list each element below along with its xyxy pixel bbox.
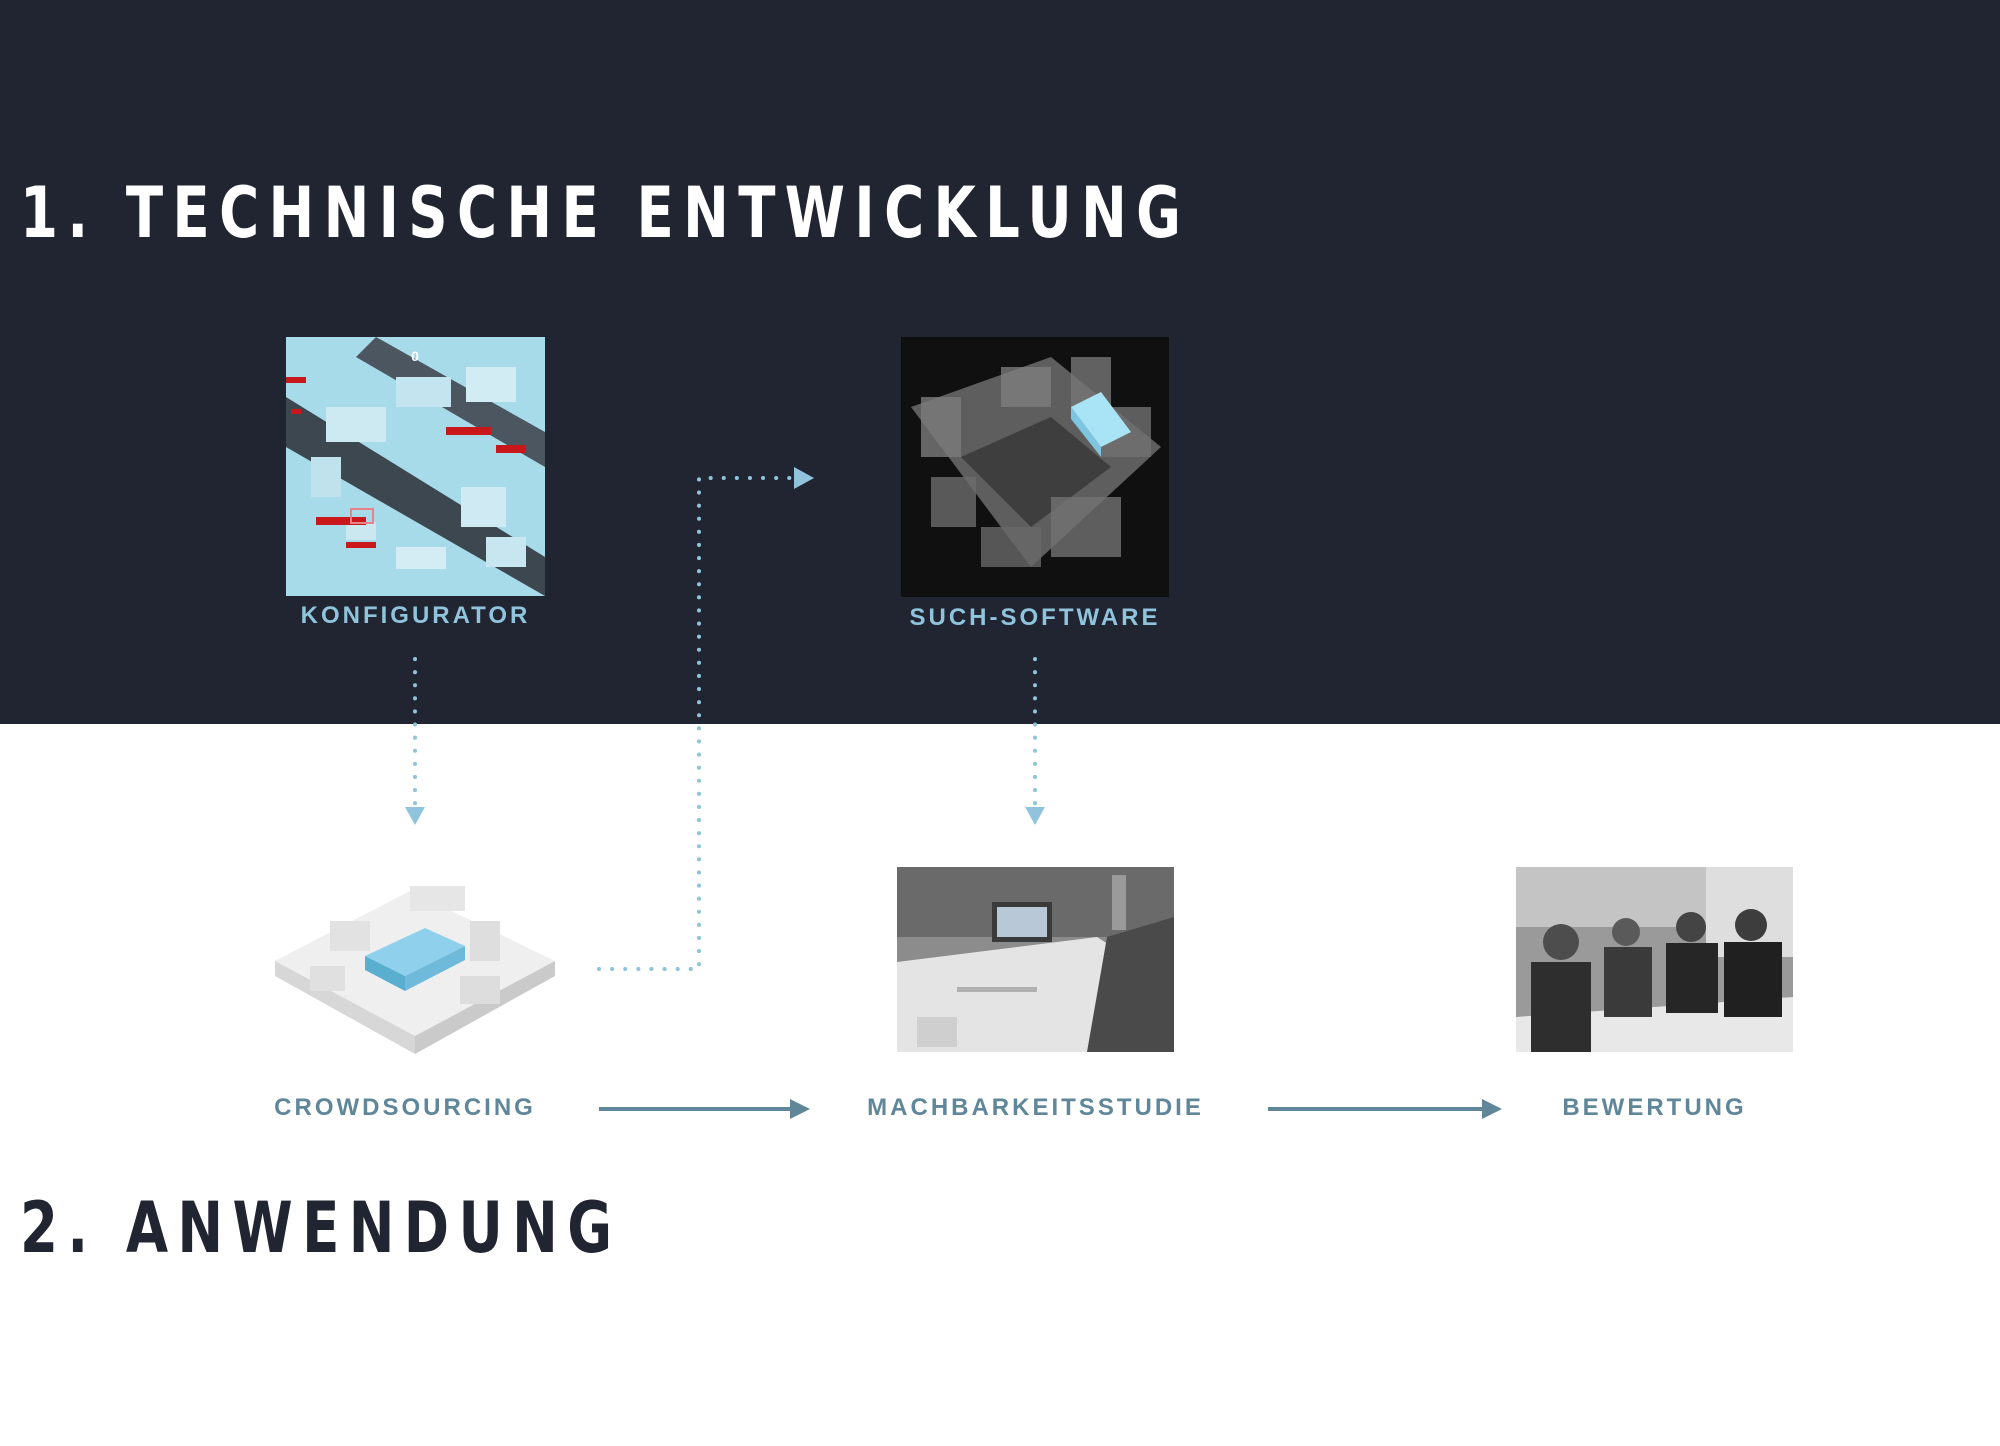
dotted-connector-crowdsourcing-to-such-software <box>597 467 814 971</box>
machbarkeitsstudie-label: MACHBARKEITSSTUDIE <box>867 1094 1204 1121</box>
dotted-connector-such-software-to-machbarkeitsstudie <box>1025 657 1045 825</box>
such-software-label: SUCH-SOFTWARE <box>909 604 1161 631</box>
arrowhead-down <box>1025 807 1045 825</box>
arrowhead-right <box>794 467 814 489</box>
such-software-image <box>901 337 1169 597</box>
section-heading-technical: 1. TECHNISCHE ENTWICKLUNG <box>20 172 1191 254</box>
konfigurator-counter: 0 <box>411 348 419 364</box>
konfigurator-image: 0 <box>286 337 545 596</box>
machbarkeitsstudie-image <box>897 867 1174 1052</box>
arrowhead-right <box>1482 1099 1502 1119</box>
solid-arrow-crowdsourcing-to-machbarkeitsstudie <box>599 1099 810 1119</box>
konfigurator-label: KONFIGURATOR <box>300 602 531 629</box>
bewertung-label: BEWERTUNG <box>1562 1094 1747 1121</box>
crowdsourcing-image <box>270 866 560 1056</box>
arrowhead-down <box>405 807 425 825</box>
dotted-connector-konfigurator-to-crowdsourcing <box>405 657 425 825</box>
arrowhead-right <box>790 1099 810 1119</box>
bewertung-image <box>1516 867 1793 1052</box>
crowdsourcing-label: CROWDSOURCING <box>274 1094 536 1121</box>
solid-arrow-machbarkeitsstudie-to-bewertung <box>1268 1099 1502 1119</box>
section-heading-application: 2. ANWENDUNG <box>20 1187 622 1269</box>
